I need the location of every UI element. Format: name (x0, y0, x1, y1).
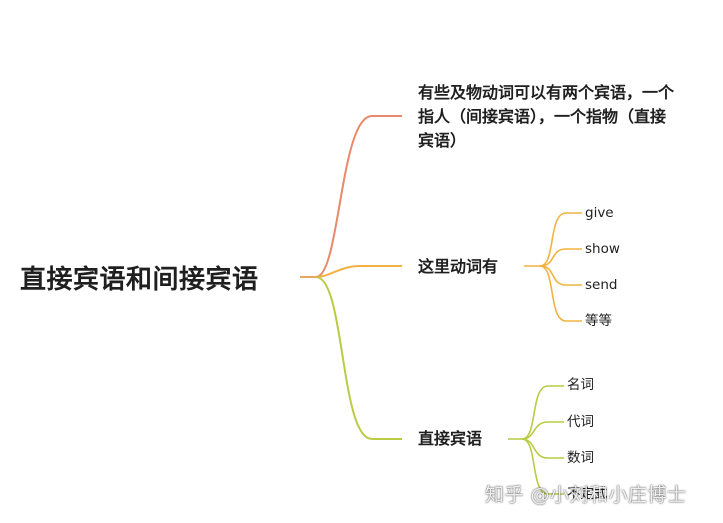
branch-1-line-2: 指人（间接宾语），一个指物（直接 (418, 107, 667, 126)
branch-3-children-connectors (508, 385, 564, 495)
connector-root-branch-2 (315, 265, 402, 278)
leaf-pronoun: 代词 (567, 414, 594, 430)
branch-node-direct-object: 直接宾语 (418, 429, 483, 448)
branch-1-line-1: 有些及物动词可以有两个宾语，一个 (418, 83, 675, 102)
connector-show (539, 248, 582, 267)
branch-node-verbs: 这里动词有 (418, 257, 499, 276)
watermark: 知乎 @小刘和小庄博士 (485, 484, 687, 506)
leaf-etc: 等等 (585, 313, 612, 329)
connector-noun (508, 385, 564, 440)
leaf-show: show (585, 241, 620, 257)
leaf-numeral: 数词 (567, 450, 594, 466)
connector-root-branch-3 (315, 276, 402, 440)
branch-1-line-3: 宾语） (418, 131, 467, 150)
leaf-send: send (585, 277, 618, 293)
branch-2-children-connectors (524, 212, 582, 322)
connector-etc (539, 265, 582, 322)
root-node: 直接宾语和间接宾语 (20, 265, 259, 295)
connector-infinitive (521, 438, 564, 495)
leaf-give: give (585, 205, 614, 221)
leaf-infinitive: 不定式 (567, 486, 608, 502)
connector-pronoun (521, 421, 564, 440)
connector-root-branch-1 (300, 115, 402, 278)
leaf-noun: 名词 (567, 377, 594, 393)
branch-node-double-object: 有些及物动词可以有两个宾语，一个 指人（间接宾语），一个指物（直接 宾语） (418, 81, 718, 153)
